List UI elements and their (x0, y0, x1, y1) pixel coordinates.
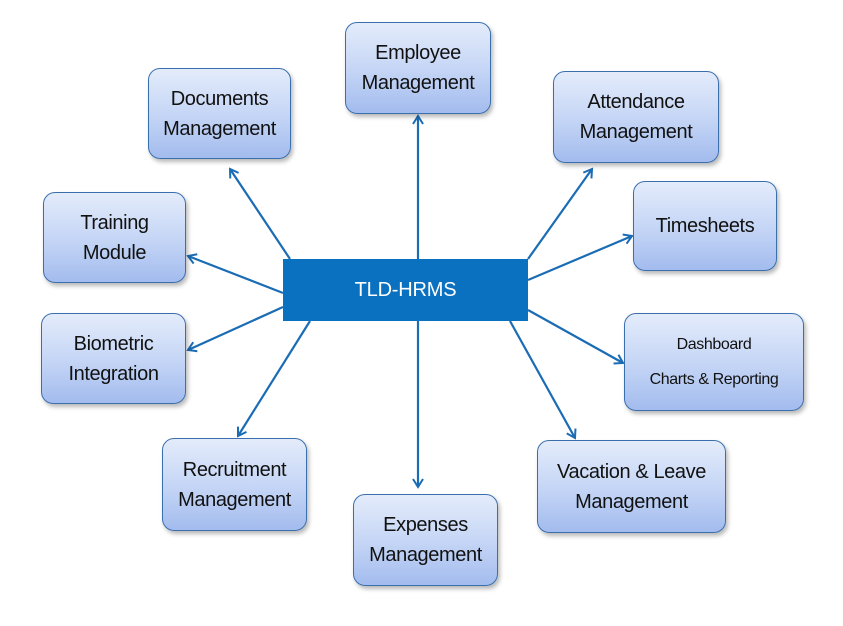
arrow-to-recruitment (236, 320, 311, 438)
node-label-line1: Training (80, 211, 149, 234)
hub-tld-hrms[interactable]: TLD-HRMS (283, 259, 528, 321)
node-label-line1: Recruitment (182, 458, 287, 481)
node-label-line2: Charts & Reporting (649, 370, 779, 388)
node-timesheets[interactable]: Timesheets (633, 181, 777, 271)
node-label-line1: Dashboard (676, 335, 752, 353)
node-label-line1: Attendance (587, 91, 685, 113)
node-label-line2: Management (178, 488, 291, 511)
node-dashboard-charts-reporting[interactable]: Dashboard Charts & Reporting (624, 313, 804, 411)
node-documents-management[interactable]: Documents Management (148, 68, 291, 159)
node-label-line2: Management (361, 72, 475, 94)
node-expenses-management[interactable]: Expenses Management (353, 494, 498, 586)
arrow-to-attendance (527, 167, 594, 260)
arrow-to-training (186, 253, 284, 295)
node-label-line1: Employee (375, 42, 461, 64)
node-label-line2: Management (369, 544, 482, 566)
node-label-line2: Module (82, 241, 147, 264)
node-employee-management[interactable]: Employee Management (345, 22, 491, 114)
node-recruitment-management[interactable]: Recruitment Management (162, 438, 307, 531)
node-label-line2: Management (163, 117, 276, 140)
node-label-line2: Management (579, 121, 693, 143)
node-biometric-integration[interactable]: Biometric Integration (41, 313, 186, 404)
arrow-to-dashboard (527, 309, 625, 365)
node-label-line2: Management (575, 490, 688, 513)
hub-label: TLD-HRMS (354, 278, 457, 301)
node-label-line1: Expenses (383, 514, 468, 536)
arrow-to-documents (228, 167, 291, 260)
node-attendance-management[interactable]: Attendance Management (553, 71, 719, 163)
node-label-line1: Vacation & Leave (557, 460, 706, 483)
node-label-line1: Timesheets (655, 215, 755, 237)
node-label-line1: Biometric (73, 332, 154, 355)
arrow-to-timesheets (527, 233, 634, 282)
arrow-to-biometric (186, 305, 284, 353)
node-label-line1: Documents (170, 87, 269, 110)
arrow-to-vacation (509, 320, 577, 440)
node-vacation-leave-management[interactable]: Vacation & Leave Management (537, 440, 726, 533)
node-label-line2: Integration (68, 362, 159, 385)
node-training-module[interactable]: Training Module (43, 192, 186, 283)
